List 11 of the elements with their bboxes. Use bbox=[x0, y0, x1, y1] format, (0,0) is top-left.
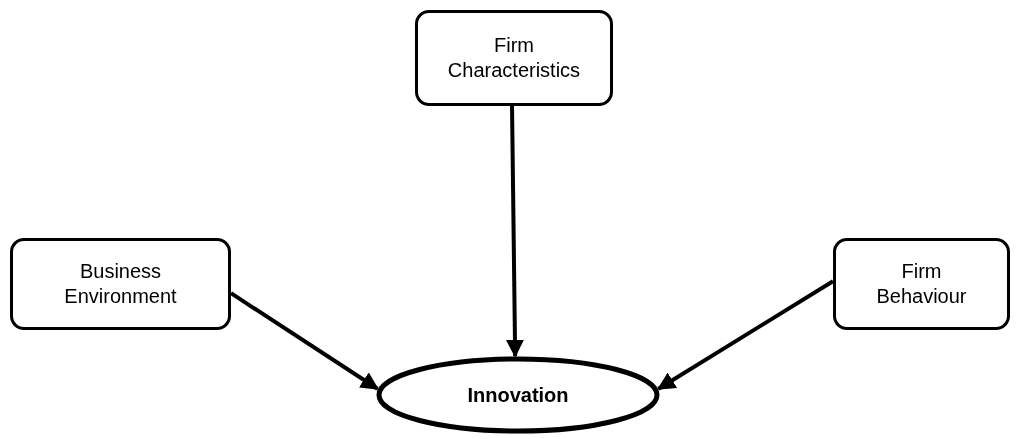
node-label: Firm Characteristics bbox=[446, 33, 582, 83]
ellipse-node bbox=[376, 356, 660, 434]
node-label: Innovation bbox=[467, 382, 569, 408]
rounded-box bbox=[10, 238, 231, 330]
rounded-box bbox=[833, 238, 1010, 330]
rounded-box bbox=[415, 10, 613, 106]
arrow bbox=[505, 105, 524, 358]
arrow bbox=[229, 291, 379, 391]
node-label: Firm Behaviour bbox=[875, 259, 968, 309]
arrow bbox=[657, 279, 835, 391]
node-label: Business Environment bbox=[63, 259, 178, 309]
